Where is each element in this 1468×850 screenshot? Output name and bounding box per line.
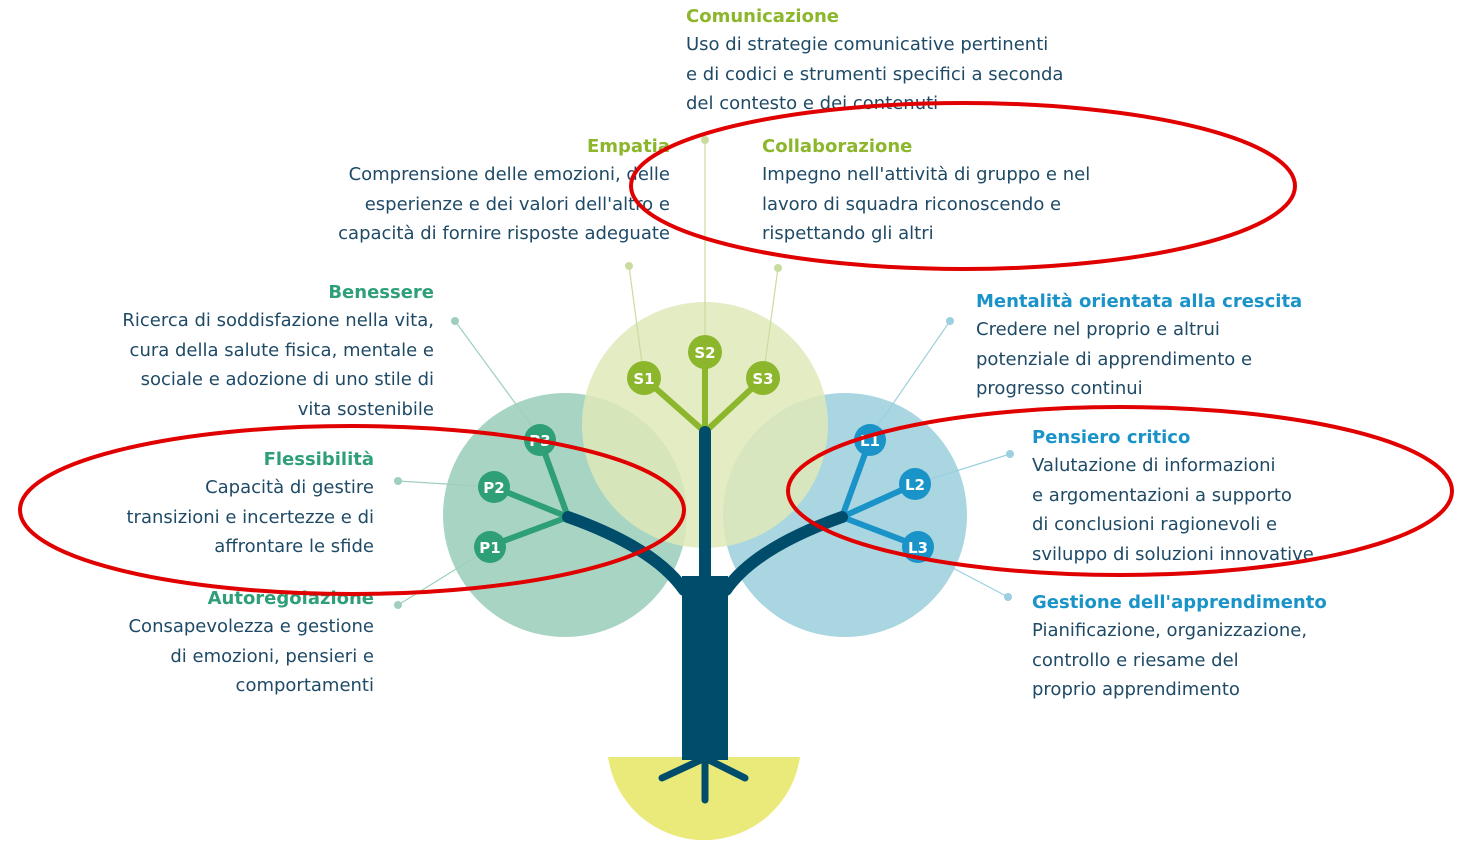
svg-text:P3: P3 (529, 432, 550, 450)
node-p1: P1 (474, 531, 506, 563)
svg-text:S3: S3 (752, 370, 773, 388)
svg-text:S1: S1 (633, 370, 654, 388)
node-l3: L3 (902, 531, 934, 563)
comunicazione-line: Uso di strategie comunicative pertinenti (686, 34, 1049, 55)
collaborazione-line: lavoro di squadra riconoscendo e (762, 193, 1062, 215)
benessere-line: vita sostenibile (297, 398, 434, 420)
node-s1: S1 (627, 361, 661, 395)
node-p3: P3 (524, 424, 556, 456)
svg-text:L2: L2 (905, 476, 925, 494)
comunicazione-line: e di codici e strumenti specifici a seco… (686, 63, 1064, 85)
empatia-block: Empatia Comprensione delle emozioni, del… (338, 134, 670, 249)
benessere-line: Ricerca di soddisfazione nella vita, (122, 310, 434, 331)
gestione-line: proprio apprendimento (1032, 679, 1240, 700)
mentalita-line: progresso continui (976, 378, 1143, 399)
svg-text:L3: L3 (908, 539, 928, 557)
node-p2: P2 (478, 471, 510, 503)
pensiero-title: Pensiero critico (1032, 427, 1191, 448)
benessere-line: sociale e adozione di uno stile di (140, 369, 434, 390)
node-s3: S3 (746, 361, 780, 395)
empatia-line: esperienze e dei valori dell'altro e (364, 193, 670, 215)
comunicazione-block: Comunicazione Uso di strategie comunicat… (686, 4, 1063, 119)
comunicazione-title: Comunicazione (686, 6, 839, 27)
pensiero-line: e argomentazioni a supporto (1032, 484, 1292, 506)
collaborazione-block: Collaborazione Impegno nell'attività di … (762, 134, 1090, 249)
svg-text:P2: P2 (483, 479, 504, 497)
svg-text:P1: P1 (479, 539, 500, 557)
flessibilita-line: Capacità di gestire (205, 477, 374, 498)
node-l2: L2 (899, 468, 931, 500)
gestione-line: Pianificazione, organizzazione, (1032, 620, 1308, 641)
collaborazione-line: Impegno nell'attività di gruppo e nel (762, 164, 1091, 185)
mentalita-block: Mentalità orientata alla crescita Creder… (976, 289, 1302, 404)
autoregolazione-title: Autoregolazione (207, 588, 374, 609)
flessibilita-line: transizioni e incertezze e di (126, 506, 375, 528)
flessibilita-title: Flessibilità (263, 449, 374, 470)
collaborazione-line: rispettando gli altri (762, 223, 934, 244)
autoregolazione-block: Autoregolazione Consapevolezza e gestion… (128, 586, 374, 701)
autoregolazione-line: di emozioni, pensieri e (170, 645, 374, 667)
mentalita-title: Mentalità orientata alla crescita (976, 291, 1303, 312)
pensiero-line: Valutazione di informazioni (1032, 455, 1276, 476)
flessibilita-block: Flessibilità Capacità di gestire transiz… (127, 447, 375, 562)
gestione-title: Gestione dell'apprendimento (1032, 592, 1327, 613)
benessere-title: Benessere (328, 282, 434, 303)
pensiero-line: di conclusioni ragionevoli e (1032, 514, 1278, 535)
empatia-line: Comprensione delle emozioni, delle (348, 164, 670, 185)
benessere-line: cura della salute fisica, mentale e (129, 339, 434, 361)
autoregolazione-line: Consapevolezza e gestione (128, 616, 374, 637)
pensiero-line: sviluppo di soluzioni innovative (1032, 543, 1314, 565)
mentalita-line: Credere nel proprio e altrui (976, 319, 1220, 340)
mentalita-line: potenziale di apprendimento e (976, 348, 1253, 370)
gestione-line: controllo e riesame del (1032, 649, 1239, 671)
svg-text:L1: L1 (860, 432, 880, 450)
gestione-block: Gestione dell'apprendimento Pianificazio… (1032, 590, 1327, 705)
benessere-block: Benessere Ricerca di soddisfazione nella… (122, 280, 434, 424)
collaborazione-title: Collaborazione (762, 136, 913, 157)
autoregolazione-line: comportamenti (235, 675, 374, 696)
empatia-title: Empatia (586, 136, 670, 157)
flessibilita-line: affrontare le sfide (214, 536, 374, 557)
empatia-line: capacità di fornire risposte adeguate (338, 223, 670, 244)
node-s2: S2 (688, 335, 722, 369)
node-l1: L1 (854, 424, 886, 456)
pensiero-block: Pensiero critico Valutazione di informaz… (1032, 425, 1314, 569)
comunicazione-line: del contesto e dei contenuti (686, 93, 939, 114)
svg-text:S2: S2 (694, 344, 715, 362)
